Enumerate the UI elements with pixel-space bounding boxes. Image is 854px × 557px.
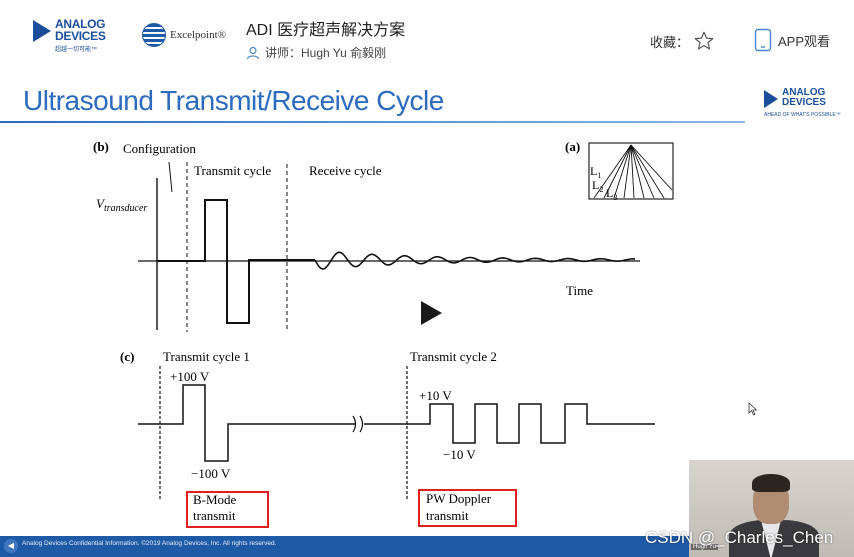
adi-logo-triangle-icon xyxy=(33,20,51,42)
beam-l1-label: L1 xyxy=(590,164,601,180)
panel-b-tag: (b) xyxy=(93,139,109,154)
confidential-notice: Analog Devices Confidential Information.… xyxy=(22,540,277,547)
receive-echo-waveform xyxy=(314,251,636,270)
adi-logo-line2: DEVICES xyxy=(55,29,106,43)
slide-logo-line2: DEVICES xyxy=(782,97,826,108)
presenter-name: Hugh Yu xyxy=(691,544,718,550)
panel-a-tag: (a) xyxy=(565,139,580,154)
time-axis-label: Time xyxy=(566,283,593,298)
minus-10v-label: −10 V xyxy=(443,447,476,462)
favorite-label: 收藏： xyxy=(650,34,690,50)
tablet-icon xyxy=(754,28,772,52)
beam-l3-label: L3 xyxy=(606,186,617,202)
previous-slide-icon[interactable]: ◀ xyxy=(4,539,18,553)
star-icon[interactable] xyxy=(693,30,715,52)
lecturer-info: 讲师：Hugh Yu 俞毅刚 xyxy=(246,44,386,61)
slide-adi-logo: ANALOG DEVICES AHEAD OF WHAT'S POSSIBLE™ xyxy=(764,87,841,122)
course-header: ANALOG DEVICES 超越一切可能™ Excelpoint® ADI 医… xyxy=(0,0,854,72)
beam-lines xyxy=(593,144,673,199)
beam-diagram-frame xyxy=(588,142,674,200)
slide-footer: ◀ Analog Devices Confidential Informatio… xyxy=(0,536,690,557)
v-transducer-label: Vtransducer xyxy=(96,196,147,214)
bmode-label-line1: B-Mode xyxy=(193,492,237,507)
time-break-icon xyxy=(352,415,364,433)
lecturer-label: 讲师：Hugh Yu 俞毅刚 xyxy=(265,46,387,60)
receive-cycle-label: Receive cycle xyxy=(309,163,382,178)
slide-title: Ultrasound Transmit/Receive Cycle xyxy=(23,85,444,116)
pw-doppler-label-line2: transmit xyxy=(426,508,469,523)
minus-100v-label: −100 V xyxy=(191,466,231,481)
panel-c-tag: (c) xyxy=(120,349,134,364)
excelpoint-globe-icon xyxy=(142,23,166,47)
app-view-button[interactable]: APP观看 xyxy=(754,28,830,52)
person-icon xyxy=(246,46,260,59)
plus-10v-label: +10 V xyxy=(419,388,452,403)
excelpoint-logo: Excelpoint® xyxy=(142,23,226,47)
beam-l2-label: L2 xyxy=(592,178,603,194)
csdn-watermark: CSDN @_Charles_Chen xyxy=(645,528,834,547)
slide-title-underline xyxy=(0,121,745,123)
pw-doppler-pulse-waveform xyxy=(364,403,655,444)
bmode-highlight-box xyxy=(186,491,269,528)
pw-doppler-highlight-box xyxy=(418,489,517,527)
transmit-cycle-2-label: Transmit cycle 2 xyxy=(410,349,497,364)
slide-logo-tagline: AHEAD OF WHAT'S POSSIBLE™ xyxy=(764,112,841,118)
transmit-cycle-1-label: Transmit cycle 1 xyxy=(163,349,250,364)
slide-logo-triangle-icon xyxy=(764,90,778,108)
configuration-label: Configuration xyxy=(123,141,196,156)
transmit-cycle-label: Transmit cycle xyxy=(194,163,271,178)
adi-logo: ANALOG DEVICES 超越一切可能™ xyxy=(33,18,115,54)
pw-doppler-label-line1: PW Doppler xyxy=(426,491,492,506)
app-view-label: APP观看 xyxy=(778,33,831,49)
excelpoint-logo-name: Excelpoint® xyxy=(170,29,227,41)
play-icon[interactable] xyxy=(418,299,444,327)
bmode-label-line2: transmit xyxy=(193,508,236,523)
bmode-pulse-waveform xyxy=(138,384,356,462)
play-button[interactable] xyxy=(418,299,444,327)
mouse-cursor-icon xyxy=(748,402,758,416)
transmit-pulse-waveform xyxy=(157,199,315,324)
adi-logo-line1: ANALOG xyxy=(55,17,106,31)
slide-logo-line1: ANALOG xyxy=(782,87,826,98)
presenter-video[interactable]: Hugh Yu xyxy=(689,460,854,557)
course-title: ADI 医疗超声解决方案 xyxy=(246,22,406,39)
plus-100v-label: +100 V xyxy=(170,369,210,384)
favorite-button[interactable]: 收藏： xyxy=(650,30,715,52)
adi-logo-tagline: 超越一切可能™ xyxy=(55,47,98,53)
configuration-pointer xyxy=(168,161,173,193)
